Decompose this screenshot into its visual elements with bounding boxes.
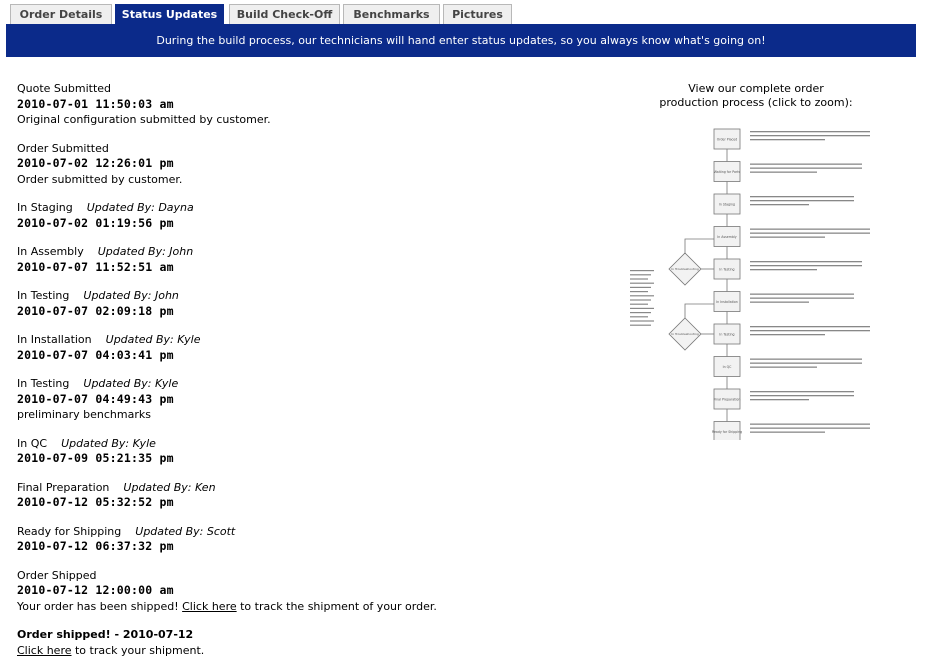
flowchart-box bbox=[713, 226, 741, 247]
flowchart-box bbox=[713, 356, 741, 377]
status-name: Order Submitted bbox=[17, 141, 109, 155]
status-name: Ready for Shipping bbox=[17, 524, 122, 538]
tab-benchmarks[interactable]: Benchmarks bbox=[343, 4, 440, 24]
flowchart-box-label: Final Preparation bbox=[714, 398, 741, 402]
updated-by: Updated By: Kyle bbox=[83, 377, 179, 390]
status-entry: In Testing Updated By: John 2010-07-07 02… bbox=[17, 288, 597, 319]
status-updates-list: Quote Submitted 2010-07-01 11:50:03 am O… bbox=[17, 81, 597, 658]
status-timestamp: 2010-07-02 01:19:56 pm bbox=[17, 215, 174, 230]
status-entry: Final Preparation Updated By: Ken 2010-07… bbox=[17, 480, 597, 511]
updated-by: Updated By: John bbox=[83, 289, 179, 302]
status-name: Order Shipped bbox=[17, 568, 97, 582]
status-name: In Staging bbox=[17, 201, 73, 214]
flowchart-diamond-label: In Troubleshooting bbox=[671, 267, 699, 271]
flowchart-box-label: In Testing bbox=[719, 268, 734, 272]
tab-status-updates[interactable]: Status Updates bbox=[115, 4, 224, 24]
status-timestamp: 2010-07-07 11:52:51 am bbox=[17, 259, 174, 274]
flowchart-diamond bbox=[668, 252, 702, 286]
track-shipment-link[interactable]: Click here bbox=[182, 599, 237, 613]
flowchart-box bbox=[713, 128, 741, 150]
status-note: Your order has been shipped! Click here … bbox=[17, 599, 437, 613]
status-timestamp: 2010-07-12 05:32:52 pm bbox=[17, 495, 174, 509]
status-timestamp: 2010-07-07 04:49:43 pm bbox=[17, 391, 174, 406]
flowchart-box-label: In Staging bbox=[719, 203, 735, 207]
info-banner: During the build process, our technician… bbox=[6, 24, 916, 57]
process-caption: View our complete order production proce… bbox=[659, 82, 853, 109]
flowchart-box bbox=[713, 323, 741, 345]
status-timestamp: 2010-07-12 06:37:32 pm bbox=[17, 539, 174, 553]
shipped-summary-title: Order shipped! - 2010-07-12 bbox=[17, 628, 194, 641]
status-entry: Quote Submitted 2010-07-01 11:50:03 am O… bbox=[17, 81, 597, 128]
flowchart-box-label: Waiting for Parts bbox=[714, 170, 741, 174]
status-timestamp: 2010-07-09 05:21:35 pm bbox=[17, 451, 174, 465]
status-name: In Assembly bbox=[17, 245, 84, 258]
status-entry: In Staging Updated By: Dayna 2010-07-02 0… bbox=[17, 200, 597, 231]
flowchart-diamond-label: In Troubleshooting bbox=[671, 332, 699, 336]
status-name: Final Preparation bbox=[17, 480, 110, 494]
status-name: In Testing bbox=[17, 289, 70, 302]
updated-by: Updated By: Kyle bbox=[105, 333, 201, 346]
flowchart-box-label: In QC bbox=[723, 365, 732, 369]
tab-order-details[interactable]: Order Details bbox=[10, 4, 112, 24]
tab-pictures[interactable]: Pictures bbox=[443, 4, 512, 24]
flowchart-box-label: In Installation bbox=[716, 300, 738, 304]
flowchart-box bbox=[713, 421, 741, 440]
flowchart-box-label: In Assembly bbox=[717, 235, 736, 239]
status-timestamp: 2010-07-12 12:00:00 am bbox=[17, 583, 174, 597]
flowchart-box bbox=[713, 291, 741, 312]
flowchart-box bbox=[713, 388, 741, 410]
status-name: Quote Submitted bbox=[17, 82, 112, 95]
status-name: In Testing bbox=[17, 377, 70, 390]
status-timestamp: 2010-07-02 12:26:01 pm bbox=[17, 156, 174, 170]
status-timestamp: 2010-07-07 02:09:18 pm bbox=[17, 303, 174, 318]
flowchart-box bbox=[713, 193, 741, 215]
updated-by: Updated By: Ken bbox=[123, 480, 216, 494]
status-entry: In QC Updated By: Kyle 2010-07-09 05:21:3… bbox=[17, 436, 597, 467]
updated-by: Updated By: John bbox=[97, 245, 194, 258]
status-note: preliminary benchmarks bbox=[17, 408, 151, 421]
status-name: In Installation bbox=[17, 333, 92, 346]
status-timestamp: 2010-07-07 04:03:41 pm bbox=[17, 347, 174, 362]
status-entry: In Assembly Updated By: John 2010-07-07 1… bbox=[17, 244, 597, 275]
status-timestamp: 2010-07-01 11:50:03 am bbox=[17, 96, 174, 111]
status-name: In QC bbox=[17, 436, 48, 450]
status-note: Order submitted by customer. bbox=[17, 172, 183, 186]
flowchart-box bbox=[713, 258, 741, 280]
track-shipment-link-2[interactable]: Click here bbox=[17, 643, 72, 657]
status-entry: In Installation Updated By: Kyle 2010-07-… bbox=[17, 332, 597, 363]
flowchart-diamond bbox=[668, 317, 702, 351]
updated-by: Updated By: Dayna bbox=[86, 201, 194, 214]
updated-by: Updated By: Kyle bbox=[61, 436, 156, 450]
flowchart-box-label: Order Placed bbox=[717, 138, 738, 142]
tab-build-check-off[interactable]: Build Check-Off bbox=[229, 4, 340, 24]
status-entry: Ready for Shipping Updated By: Scott 2010… bbox=[17, 524, 597, 555]
updated-by: Updated By: Scott bbox=[135, 524, 236, 538]
flowchart-box bbox=[713, 161, 741, 182]
tab-bar: Order Details Status Updates Build Check… bbox=[0, 4, 925, 25]
status-entry: Order Submitted 2010-07-02 12:26:01 pm O… bbox=[17, 141, 597, 188]
flowchart-box-label: Ready for Shipping bbox=[712, 430, 742, 434]
status-note: Original configuration submitted by cust… bbox=[17, 113, 271, 126]
shipped-summary: Order shipped! - 2010-07-12 Click here t… bbox=[17, 627, 597, 658]
status-entry-shipped: Order Shipped 2010-07-12 12:00:00 am You… bbox=[17, 568, 597, 615]
flowchart-box-label: In Testing bbox=[719, 333, 734, 337]
status-entry: In Testing Updated By: Kyle 2010-07-07 04… bbox=[17, 376, 597, 423]
